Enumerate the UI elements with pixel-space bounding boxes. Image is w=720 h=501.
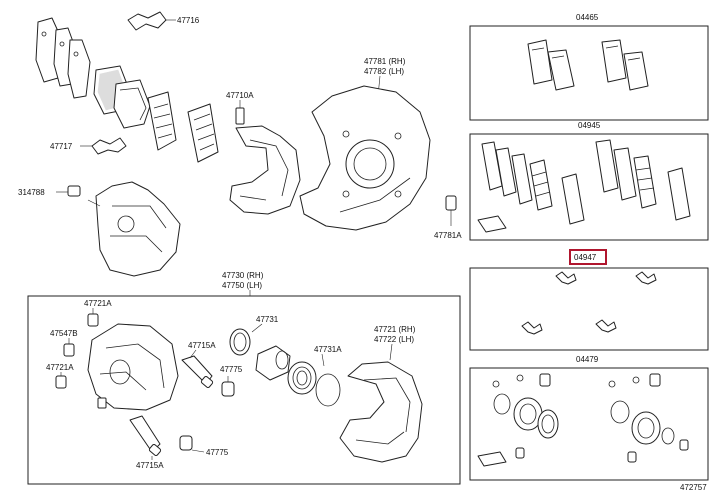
label-47775-bottom: 47775 [206,448,229,457]
bleeder-plug-314788: 314788 [18,185,81,197]
label-04479: 04479 [576,355,599,364]
cylinder-boot [287,361,317,395]
label-47717: 47717 [50,142,73,151]
boot-47775-top: 47775 [220,365,243,397]
label-47710a: 47710A [226,91,254,100]
disc-brake-dust-cover: 47781 (RH) 47782 (LH) [299,57,431,231]
label-04945: 04945 [578,121,601,130]
label-47716: 47716 [177,16,200,25]
shim-kit-box-04945 [469,133,709,241]
clip-kit-04947-contents [521,271,657,335]
cylinder-caliper-47721: 47721 (RH) 47722 (LH) [339,325,423,463]
pad-wear-plate-group [147,91,219,163]
bleeder-plug-47721a-top: 47721A [84,299,112,327]
slide-bushing-47715a-bottom: 47715A [129,415,164,470]
cylinder-housing [87,323,179,411]
label-47775-top: 47775 [220,365,243,374]
label-47730: 47730 (RH) [222,271,264,280]
clip-47717: 47717 [50,137,127,155]
label-47731a: 47731A [314,345,342,354]
label-47722: 47722 (LH) [374,335,414,344]
label-47721a-top: 47721A [84,299,112,308]
label-314788: 314788 [18,188,45,197]
slide-bushing-47715a-top: 47715A [181,341,216,388]
label-47781a: 47781A [434,231,462,240]
highlight-04947 [569,249,607,265]
diagram-number: 472757 [680,483,707,492]
label-04947: 04947 [574,253,597,262]
label-47721a-bottom: 47721A [46,363,74,372]
boot-47775-bottom: 47775 [179,435,229,457]
label-47715a-top: 47715A [188,341,216,350]
shim-kit-04945-contents [477,139,691,233]
label-47750: 47750 (LH) [222,281,262,290]
bleeder-plug-47721a-bottom: 47721A [46,363,74,389]
label-47731: 47731 [256,315,279,324]
seal-kit-04479-contents [477,373,689,467]
clip-47716: 47716 [127,11,200,31]
label-47782: 47782 (LH) [364,67,404,76]
set-ring-47731a: 47731A [314,345,342,407]
pad-kit-04465-contents [527,39,649,91]
label-47547b: 47547B [50,329,78,338]
seal-kit-box-04479 [469,367,709,481]
bolt-47781a: 47781A [434,195,462,240]
label-47715a-bottom: 47715A [136,461,164,470]
pad-kit-box-04465 [469,25,709,121]
bleeder-cap-47547b: 47547B [50,329,78,357]
caliper-bracket-47710a: 47710A [226,91,301,215]
brake-pad-group [93,65,151,129]
label-47721: 47721 (RH) [374,325,416,334]
label-04465: 04465 [576,13,599,22]
clip-kit-box-04947 [469,267,709,351]
caliper-body-upper [87,181,181,277]
piston [255,345,291,381]
label-47781: 47781 (RH) [364,57,406,66]
anti-squeal-shim-group [35,17,91,99]
caliper-assembly-box [27,295,461,485]
piston-seal-47731: 47731 [229,315,279,356]
